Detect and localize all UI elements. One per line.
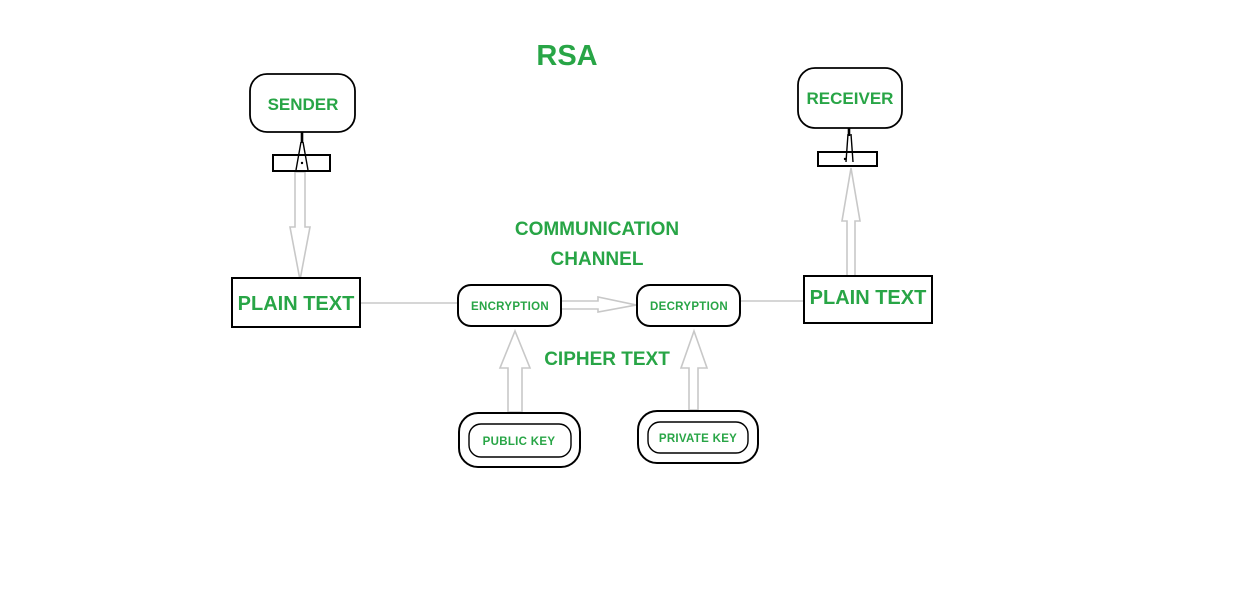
arrow-privatekey-to-decryption [679, 328, 709, 411]
decryption-label: DECRYPTION [650, 301, 728, 313]
publickey-label: PUBLIC KEY [483, 436, 556, 448]
plaintext-right-label: PLAIN TEXT [810, 287, 927, 309]
sender-pin-dot [300, 161, 304, 165]
decryption-box [636, 284, 741, 327]
receiver-label: RECEIVER [807, 89, 894, 108]
plaintext-left-box [231, 277, 361, 328]
privatekey-label: PRIVATE KEY [659, 433, 737, 445]
receiver-pin-dot [843, 157, 847, 161]
plaintext-right-node: PLAIN TEXT [803, 275, 933, 324]
sender-label: SENDER [268, 95, 339, 114]
privatekey-box-inner [647, 421, 749, 454]
communication-channel-line2: CHANNEL [551, 249, 644, 270]
cipher-text-label: CIPHER TEXT [544, 349, 670, 370]
arrow-publickey-to-encryption [498, 328, 532, 413]
arrow-plaintext-to-receiver [841, 167, 861, 277]
sender-pin-legs [295, 141, 309, 171]
publickey-box-inner [468, 423, 572, 458]
diagram-title: RSA [536, 40, 597, 72]
decryption-node: DECRYPTION [636, 284, 741, 327]
communication-channel-label: COMMUNICATION CHANNEL [515, 219, 679, 270]
publickey-node: PUBLIC KEY [458, 412, 581, 468]
receiver-io-bar [817, 151, 878, 167]
sender-node: SENDER [249, 73, 356, 172]
plaintext-right-box [803, 275, 933, 324]
arrow-sender-to-plaintext [289, 171, 311, 281]
privatekey-node: PRIVATE KEY [637, 410, 759, 464]
arrow-encryption-to-decryption [560, 296, 637, 313]
receiver-pin-legs [845, 133, 854, 163]
plaintext-left-node: PLAIN TEXT [231, 277, 361, 328]
receiver-node: RECEIVER [797, 67, 903, 167]
encryption-box [457, 284, 562, 327]
plaintext-left-label: PLAIN TEXT [238, 293, 355, 315]
encryption-node: ENCRYPTION [457, 284, 562, 327]
communication-channel-line1: COMMUNICATION [515, 219, 679, 240]
encryption-label: ENCRYPTION [471, 301, 549, 313]
